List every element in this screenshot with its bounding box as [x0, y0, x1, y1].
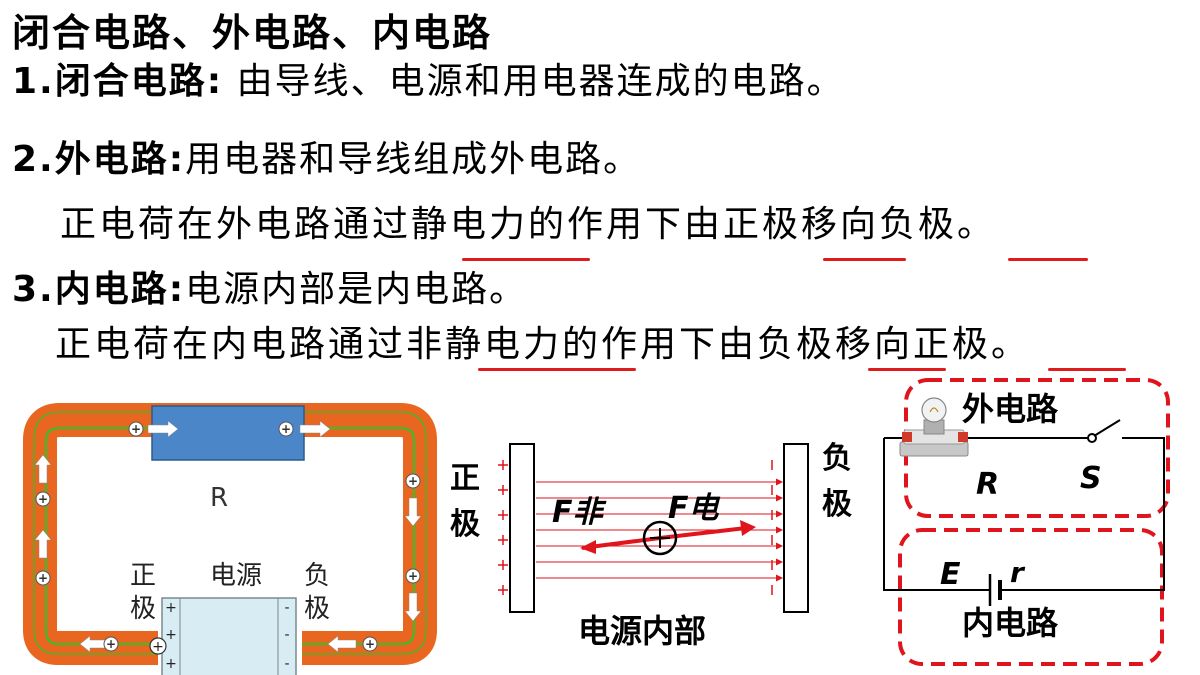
underline-positive-pole [823, 258, 906, 261]
positive-plate-label-2: 极 [450, 507, 480, 542]
underline-negative-pole-2 [868, 368, 946, 371]
section-3-number: 3. [12, 269, 55, 310]
power-source [161, 597, 297, 675]
svg-text:+: + [131, 422, 141, 436]
charge-icon [149, 637, 167, 655]
svg-text:+: + [165, 656, 177, 672]
svg-text:+: + [38, 492, 48, 506]
inner-circuit-box [898, 528, 1164, 666]
positive-pole-label-1: 正 [130, 561, 156, 591]
resistor-symbol-label: R [976, 467, 999, 502]
outer-circuit-label: 外电路 [962, 390, 1059, 428]
underline-negative-pole [1008, 258, 1088, 261]
section-2: 2.外电路:用电器和导线组成外电路。 [12, 142, 641, 178]
flow-arrow-icon [147, 420, 179, 438]
charge-icon [35, 570, 51, 586]
section-2-number: 2. [12, 139, 55, 180]
internal-resistance-label: r [1010, 556, 1026, 589]
charge-icon [405, 473, 421, 489]
charge-icon [278, 421, 294, 437]
section-2-text: 用电器和导线组成外电路。 [185, 139, 642, 180]
charge-icon [103, 636, 119, 652]
underline-electrostatic-force [462, 258, 590, 261]
positive-plate [509, 443, 535, 613]
negative-pole-label-2: 极 [304, 594, 330, 624]
charge-icon [405, 568, 421, 584]
svg-text:-: - [284, 600, 289, 616]
flow-arrow-icon [34, 529, 52, 559]
svg-text:+: + [281, 422, 291, 436]
inner-circuit-label: 内电路 [962, 604, 1059, 642]
svg-text:+: + [106, 637, 116, 651]
negative-plate-label-2: 极 [822, 487, 852, 522]
svg-text:+: + [408, 569, 418, 583]
section-3-text: 电源内部是内电路。 [185, 269, 528, 310]
positive-pole-label-2: 极 [130, 594, 156, 624]
flow-arrow-icon [404, 592, 422, 622]
section-1: 1.闭合电路: 由导线、电源和用电器连成的电路。 [12, 64, 845, 100]
section-1-number: 1. [12, 61, 55, 102]
emf-symbol-label: E [940, 557, 961, 592]
section-1-term: 闭合电路: [54, 61, 224, 102]
svg-text:+: + [165, 600, 177, 616]
circuit-schematic: 外电路 内电路 R S E r [883, 378, 1170, 666]
outer-circuit-box [904, 378, 1170, 518]
underline-positive-pole-2 [1048, 368, 1126, 371]
section-3: 3.内电路:电源内部是内电路。 [12, 272, 527, 308]
section-3-term: 内电路: [54, 269, 186, 310]
force-nonelectric-label: F非 [552, 495, 607, 530]
svg-text:+: + [152, 639, 164, 655]
charge-icon [128, 421, 144, 437]
section-2-term: 外电路: [54, 139, 186, 180]
lamp-icon [899, 397, 969, 457]
closed-circuit-diagram: R ++ ++ ++ ++ +++ --- + 电源 正 极 负 极 [23, 403, 437, 675]
charge-icon [35, 491, 51, 507]
flow-arrow-icon [34, 454, 52, 484]
source-interior-diagram: F非 F电 正 极 负 极 电源内部 [450, 441, 852, 650]
source-interior-caption: 电源内部 [578, 612, 706, 650]
force-electric-label: F电 [668, 491, 720, 526]
outer-circuit-description: 正电荷在外电路通过静电力的作用下由正极移向负极。 [60, 204, 997, 245]
svg-text:+: + [38, 571, 48, 585]
section-1-text: 由导线、电源和用电器连成的电路。 [223, 61, 845, 102]
flow-arrow-icon [327, 635, 357, 653]
switch-symbol-label: S [1080, 461, 1102, 496]
svg-text:+: + [408, 474, 418, 488]
negative-pole-label-1: 负 [304, 561, 330, 591]
resistor-label: R [210, 483, 228, 513]
svg-text:-: - [284, 656, 289, 672]
underline-nonelectrostatic-force [478, 368, 636, 371]
positive-plate-label-1: 正 [450, 461, 480, 496]
negative-plate [783, 443, 809, 613]
flow-arrow-icon [299, 420, 331, 438]
charge-icon [642, 520, 678, 556]
negative-plate-label-1: 负 [822, 441, 852, 476]
charge-icon [362, 636, 378, 652]
page-title: 闭合电路、外电路、内电路 [12, 11, 493, 55]
source-label: 电源 [210, 561, 262, 591]
svg-text:+: + [365, 637, 375, 651]
force-electric-arrow [659, 526, 747, 540]
circuit-wire [883, 438, 990, 591]
svg-text:-: - [284, 627, 289, 643]
inner-circuit-description: 正电荷在内电路通过非静电力的作用下由负极移向正极。 [55, 324, 1031, 365]
svg-text:+: + [165, 627, 177, 643]
flow-arrow-icon [404, 497, 422, 527]
